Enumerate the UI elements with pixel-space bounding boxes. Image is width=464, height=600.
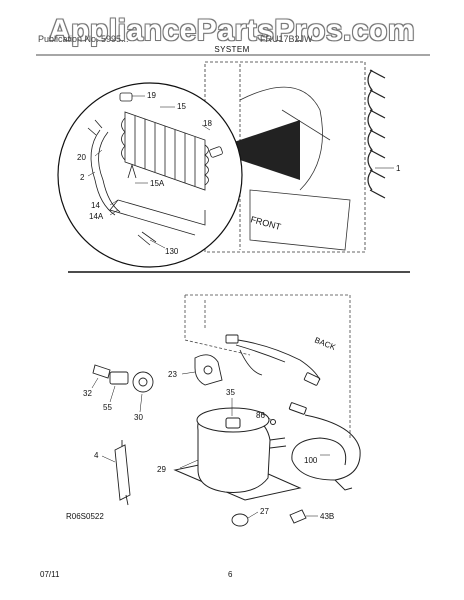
part-label-35: 35 xyxy=(226,388,235,397)
part-label-2: 2 xyxy=(80,173,85,182)
part-label-23: 23 xyxy=(168,370,177,379)
part-label-30: 30 xyxy=(134,413,143,422)
part-label-55: 55 xyxy=(103,403,112,412)
part-label-14: 14 xyxy=(91,201,100,210)
front-annotation: FRONT xyxy=(249,214,282,232)
publication-label: Publication No. 5995... xyxy=(38,34,129,44)
grommet-and-clip xyxy=(231,509,307,527)
part-label-20: 20 xyxy=(77,153,86,162)
part-label-43b: 43B xyxy=(320,512,334,521)
power-cord xyxy=(270,402,361,491)
model-label: FRU17B2JW xyxy=(260,34,313,44)
back-annotation: BACK xyxy=(313,336,337,353)
side-condenser-coil xyxy=(367,69,386,199)
wiring-harness xyxy=(225,334,321,386)
part-label-1: 1 xyxy=(396,164,401,173)
watermark: AppliancePartsPros.com xyxy=(48,14,416,47)
callout-wedge xyxy=(210,120,300,180)
footer-page-number: 6 xyxy=(228,570,233,579)
relay-bracket xyxy=(194,354,223,386)
part-label-14a: 14A xyxy=(89,212,104,221)
detail-inset-circle xyxy=(57,82,243,268)
part-label-18: 18 xyxy=(203,119,212,128)
part-label-130: 130 xyxy=(165,247,179,256)
inset-leaders xyxy=(87,95,211,249)
inset-condenser xyxy=(87,92,223,246)
part-label-32: 32 xyxy=(83,389,92,398)
overload-parts xyxy=(92,364,154,393)
part-label-100: 100 xyxy=(304,456,318,465)
part-label-27: 27 xyxy=(260,507,269,516)
part-label-86: 86 xyxy=(256,411,265,420)
section-title: SYSTEM xyxy=(214,45,250,54)
footer-date: 07/11 xyxy=(40,570,60,579)
part-label-19: 19 xyxy=(147,91,156,100)
compressor xyxy=(173,407,302,501)
part-label-4: 4 xyxy=(94,451,99,460)
part-label-29: 29 xyxy=(157,465,166,474)
part-label-15a: 15A xyxy=(150,179,165,188)
drawing-reference: R06S0522 xyxy=(66,512,104,521)
drier-filter xyxy=(114,440,131,506)
lower-cabinet-outline xyxy=(184,294,351,440)
part-label-15: 15 xyxy=(177,102,186,111)
